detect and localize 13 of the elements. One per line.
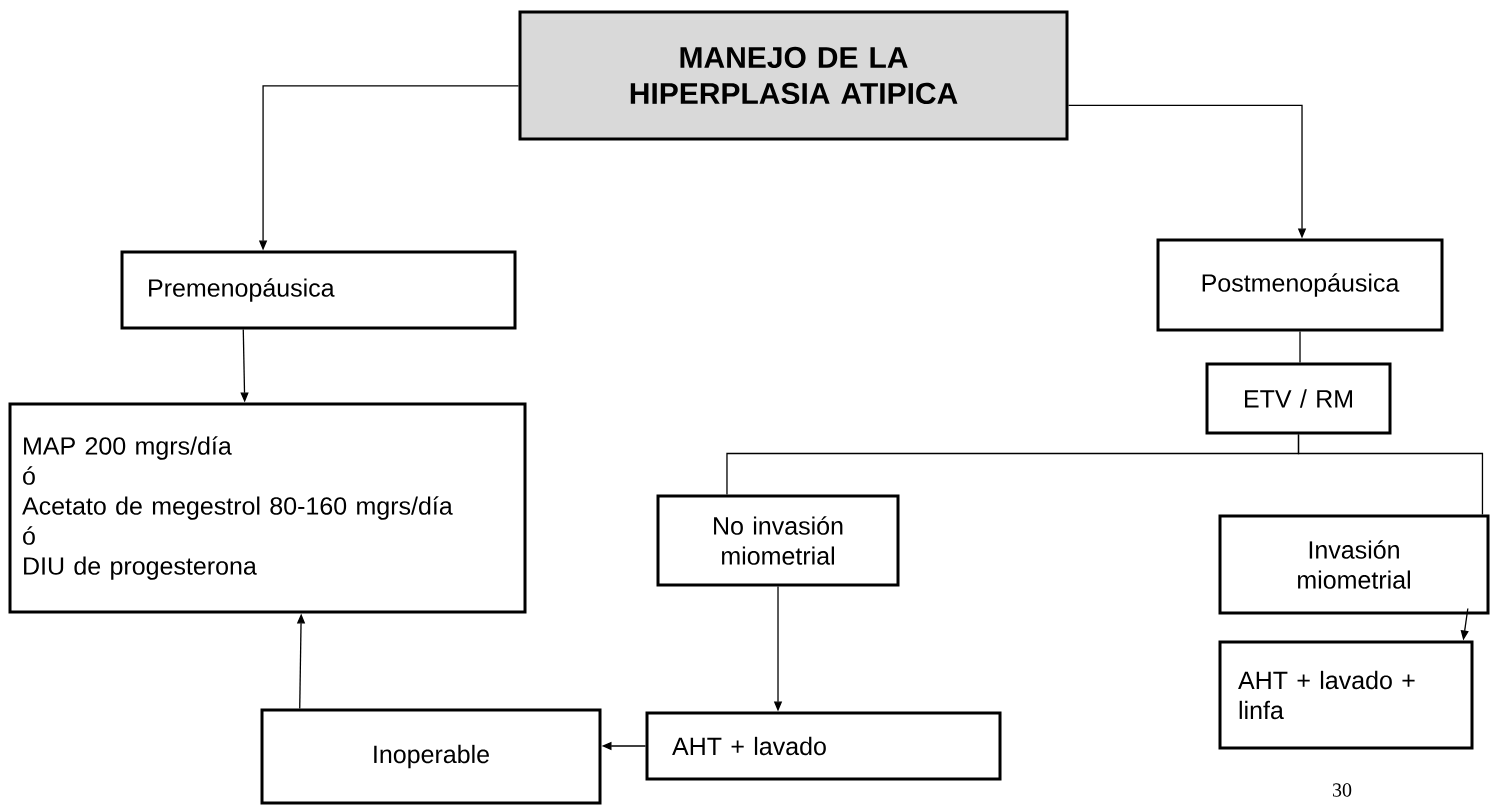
process-box: Postmenopáusica — [1156, 238, 1444, 332]
title-box: MANEJO DE LA HIPERPLASIA ATIPICA — [518, 10, 1069, 141]
treatment-box: MAP 200 mgrs/día ó Acetato de megestrol 80-160 mgrs/día ó DIU de progesterona — [8, 402, 527, 614]
process-box: AHT + lavado — [645, 711, 1002, 781]
process-box: Inoperable — [260, 708, 602, 805]
page-number: 30 — [1332, 783, 1352, 797]
process-box: ETV / RM — [1205, 362, 1392, 435]
process-box: AHT + lavado + linfa — [1218, 640, 1474, 750]
process-box: Invasión miometrial — [1218, 514, 1490, 615]
connector-line — [1299, 330, 1301, 364]
connector-line — [1297, 433, 1484, 516]
process-box: Premenopáusica — [120, 250, 517, 330]
process-box: No invasión miometrial — [656, 494, 900, 587]
